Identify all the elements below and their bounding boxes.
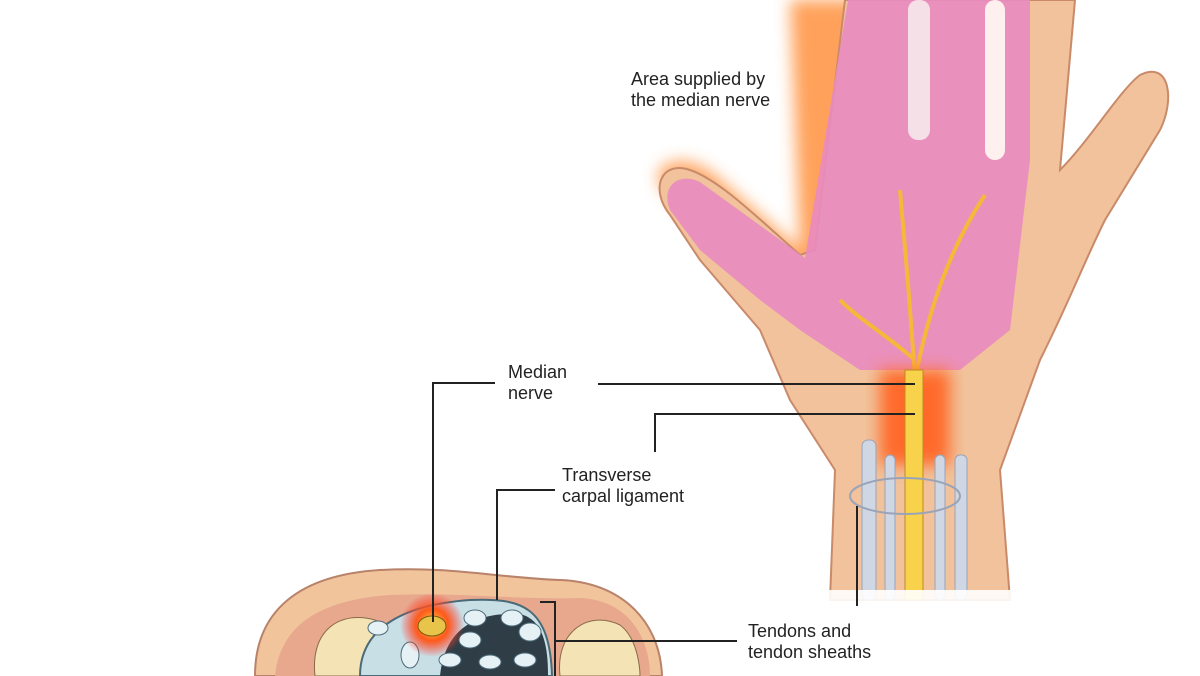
ligament-leader-section [496,489,555,600]
bone-right [559,619,641,676]
label-transverse-carpal-ligament: Transverse carpal ligament [562,465,685,506]
tendon-cross-sections [367,609,542,670]
leader-lines [432,382,915,676]
palm [667,0,1030,370]
tendons-leader-section [540,601,556,676]
hand-illustration [658,0,1170,630]
wrist-cross-section [253,568,664,676]
ligament-leader-hand [654,413,915,452]
label-median-nerve: Median nerve [508,362,568,403]
median-nerve-branches [838,189,987,381]
finger-gap [908,0,930,140]
median-nerve-leader [432,382,495,622]
finger-gap [985,0,1005,160]
wrist-fade [790,590,1050,630]
label-tendons: Tendons and tendon sheaths [748,621,872,662]
tendon-sheath-outline [849,477,961,515]
label-area-supplied: Area supplied by the median nerve [631,69,771,110]
